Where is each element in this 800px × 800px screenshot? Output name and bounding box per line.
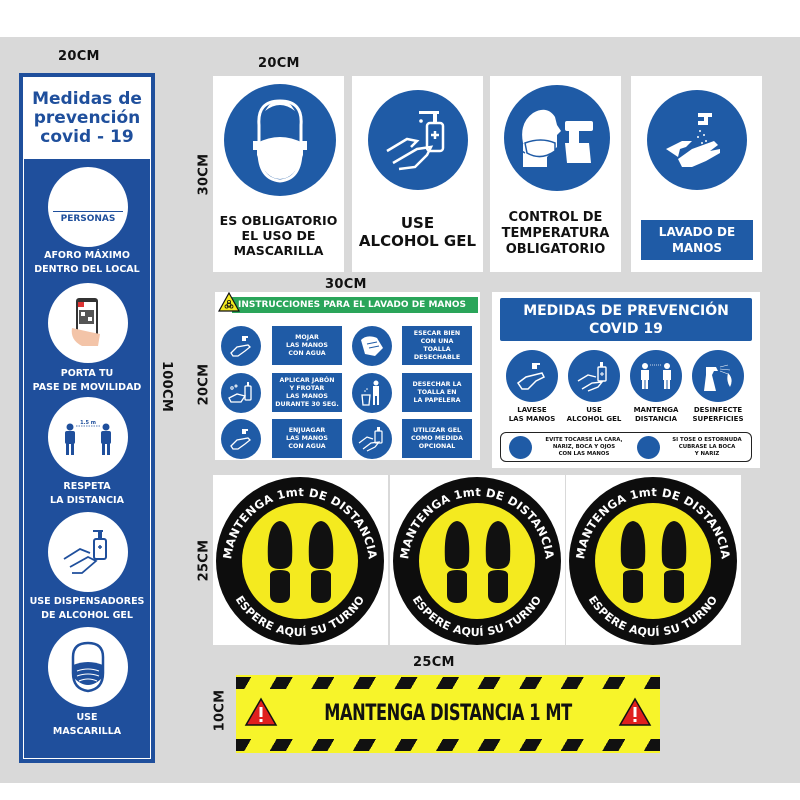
strip-width-label: 25CM [413, 655, 455, 670]
floor-sticker: MANTENGA 1mt DE DISTANCIA ESPERE AQUÍ SU… [566, 475, 741, 645]
footprints-icon: MANTENGA 1mt DE DISTANCIA ESPERE AQUÍ SU… [393, 477, 561, 645]
signs-width-label: 20CM [258, 56, 300, 71]
hand-wash-icon [506, 350, 558, 402]
floor-sticker: MANTENGA 1mt DE DISTANCIA ESPERE AQUÍ SU… [213, 475, 388, 645]
spray-bottle-icon [692, 350, 744, 402]
footprints-icon: MANTENGA 1mt DE DISTANCIA ESPERE AQUÍ SU… [216, 477, 384, 645]
distance-people-icon: 1.5 m [48, 397, 128, 477]
signs-height-label: 30CM [196, 153, 212, 196]
biohazard-icon [217, 291, 241, 316]
sanitizer-hands-icon [568, 350, 620, 402]
towel-icon [352, 326, 392, 366]
sanitizer-hands-icon [368, 90, 468, 190]
hazard-stripes-top [236, 677, 660, 689]
warning-triangle-icon [244, 697, 278, 726]
face-mask-icon [48, 627, 128, 707]
hand-wash-icon [221, 419, 261, 459]
distance-people-icon [630, 350, 682, 402]
banner-height-label: 100CM [159, 360, 175, 413]
floor-height-label: 25CM [196, 539, 212, 582]
hand-washing-instructions: INSTRUCCIONES PARA EL LAVADO DE MANOS MO… [215, 291, 480, 460]
hazard-stripes-bottom [236, 739, 660, 751]
banner-title-line: Medidas de [32, 88, 142, 109]
banner-title-line: prevención [33, 107, 141, 128]
strip-height-label: 10CM [212, 689, 228, 732]
sanitizer-hands-icon [352, 419, 392, 459]
instructions-height-label: 20CM [196, 363, 212, 406]
capacity-icon: PERSONAS [48, 167, 128, 247]
distance-floor-strip: MANTENGA DISTANCIA 1 MT [236, 675, 660, 753]
instructions-width-label: 30CM [325, 277, 367, 292]
cough-elbow-icon [637, 436, 660, 459]
covid-banner: Medidas de prevención covid - 19 PERSONA… [19, 73, 155, 763]
banner-title: Medidas de prevención covid - 19 [23, 77, 151, 159]
footprints-icon: MANTENGA 1mt DE DISTANCIA ESPERE AQUÍ SU… [569, 477, 737, 645]
hand-wash-icon [647, 90, 747, 190]
soap-icon [221, 373, 261, 413]
hand-wash-icon [221, 326, 261, 366]
no-face-touch-icon [509, 436, 532, 459]
poster-footer: EVITE TOCARSE LA CARA,NARIZ, BOCA Y OJOS… [500, 432, 752, 462]
footer-advice: EVITE TOCARSE LA CARA,NARIZ, BOCA Y OJOS… [545, 437, 623, 457]
warning-triangle-icon [618, 697, 652, 726]
svg-text:1.5 m: 1.5 m [80, 420, 96, 426]
persons-badge: PERSONAS [60, 214, 116, 224]
face-mask-icon [224, 84, 336, 196]
floor-sticker: MANTENGA 1mt DE DISTANCIA ESPERE AQUÍ SU… [390, 475, 565, 645]
phone-qr-icon [48, 283, 128, 363]
banner-title-line: covid - 19 [40, 126, 134, 147]
sanitizer-hands-icon [48, 512, 128, 592]
trash-bin-icon [352, 373, 392, 413]
banner-width-label: 20CM [58, 49, 100, 64]
instructions-title: INSTRUCCIONES PARA EL LAVADO DE MANOS [232, 297, 478, 313]
strip-message: MANTENGA DISTANCIA 1 MT [324, 701, 572, 726]
thermometer-icon [504, 85, 610, 191]
